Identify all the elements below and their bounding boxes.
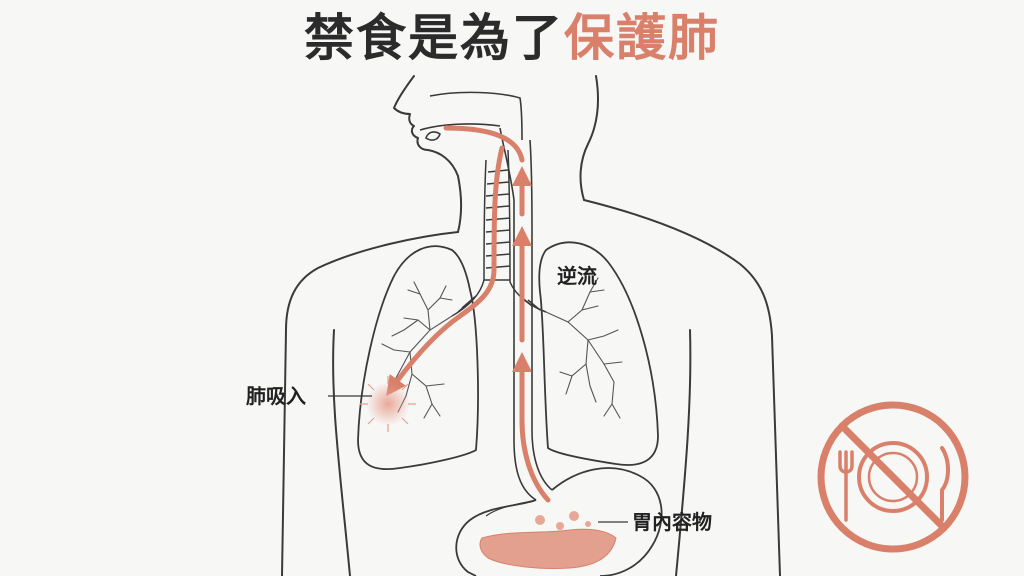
- page-title: 禁食是為了保護肺: [0, 6, 1024, 70]
- body-outline: [281, 75, 781, 576]
- leader-lines: [328, 395, 628, 523]
- reflux-path: [386, 125, 551, 503]
- label-reflux: 逆流: [557, 264, 597, 288]
- stomach-contents: [479, 528, 617, 569]
- stomach: [455, 467, 663, 576]
- title-highlight: 保護肺: [564, 9, 720, 67]
- title-main: 禁食是為了: [304, 9, 564, 67]
- aspiration-spot: [360, 376, 416, 432]
- label-aspiration: 肺吸入: [246, 384, 306, 408]
- right-lung: [538, 241, 659, 466]
- no-eating-icon: [817, 401, 969, 553]
- oral-cavity: [419, 91, 523, 141]
- right-bronchi: [545, 277, 623, 419]
- left-bronchi: [381, 281, 453, 419]
- stomach-bubbles: [535, 511, 591, 530]
- left-lung: [357, 245, 479, 470]
- label-stomach-contents: 胃內容物: [632, 510, 712, 534]
